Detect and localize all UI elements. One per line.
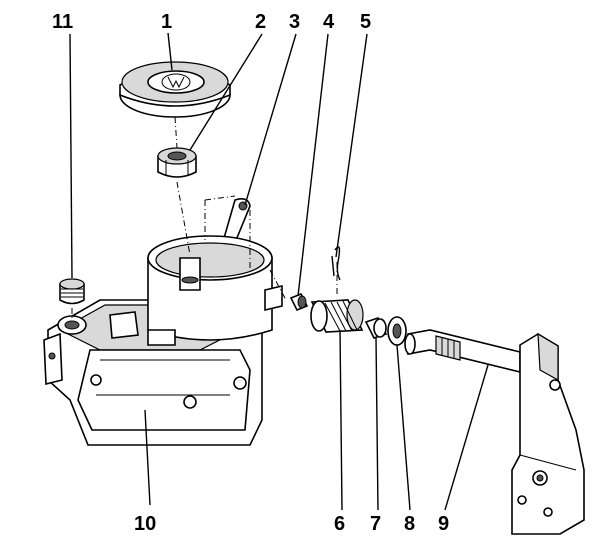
part-8-washer [387,316,407,346]
label-2: 2 [255,11,266,33]
label-8: 8 [404,513,415,535]
leader-lines [69,32,489,511]
part-6-sleeve [310,299,364,333]
label-10: 10 [134,513,156,535]
part-10-housing [43,235,283,446]
part-1-cap [119,61,231,118]
part-7-ring [364,317,388,339]
part-11-plug [59,278,85,305]
label-1: 1 [161,11,172,33]
part-2-nut [157,147,197,178]
label-11: 11 [52,11,73,33]
part-9-shaft [404,329,585,535]
vw-logo-icon [161,73,191,91]
part-5-spring [331,246,341,281]
label-9: 9 [438,513,449,535]
assembly-lines [71,116,338,318]
part-labels: 11 1 2 3 4 5 10 6 7 8 9 [52,11,449,535]
part-4-bushing [289,292,309,312]
label-7: 7 [370,513,381,535]
label-6: 6 [334,513,345,535]
label-4: 4 [323,11,335,33]
label-3: 3 [289,11,300,33]
label-5: 5 [360,11,371,33]
